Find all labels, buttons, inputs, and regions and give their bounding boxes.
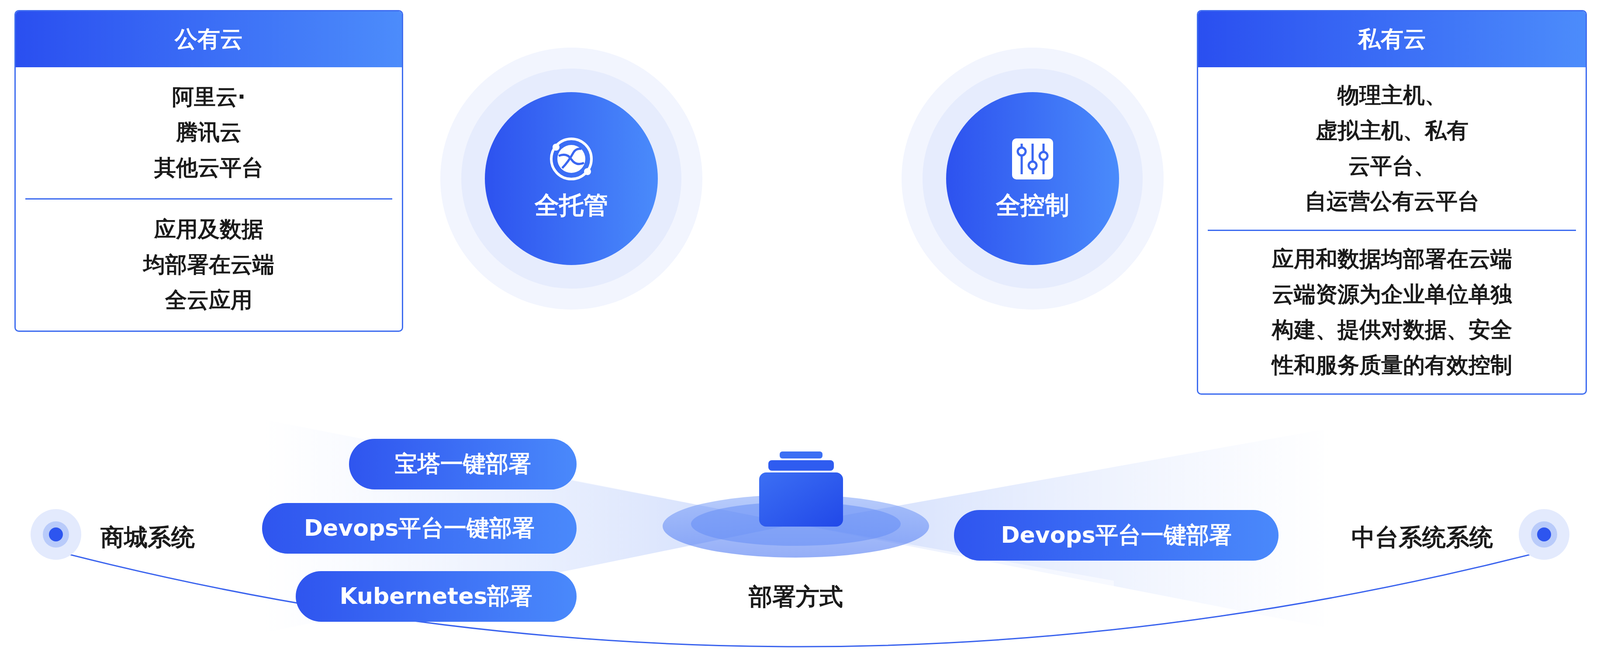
globe-icon <box>547 134 596 184</box>
pill-label: Kubernetes部署 <box>339 581 533 612</box>
panel-text: 阿里云·腾讯云 其他云平台 <box>154 79 264 186</box>
divider-line <box>25 198 393 200</box>
light-beams <box>262 419 1333 634</box>
deploy-pill: Devops平台一键部署 <box>953 510 1279 561</box>
connection-arc <box>55 551 1545 647</box>
deploy-pill: Devops平台一键部署 <box>262 503 577 554</box>
mode-circle: 全托管 <box>484 92 658 266</box>
panel-section: 物理主机、虚拟主机、私有 云平台、自运营公有云平台 <box>1198 67 1586 230</box>
system-label: 商城系统 <box>100 521 195 554</box>
section-caption: 部署方式 <box>748 581 844 614</box>
server-stack-icon <box>759 451 844 527</box>
system-label: 中台系统系统 <box>1351 521 1493 554</box>
circle-label: 全托管 <box>534 189 609 223</box>
sliders-icon <box>1008 134 1057 184</box>
panel-header: 公有云 <box>15 11 402 68</box>
end-dot <box>1518 509 1570 560</box>
halo-rings <box>440 47 1164 310</box>
panel-text: 应用和数据均部署在云端 云端资源为企业单位单独 构建、提供对数据、安全 性和服务… <box>1271 241 1513 384</box>
panel-text: 物理主机、虚拟主机、私有 云平台、自运营公有云平台 <box>1304 77 1480 220</box>
panel-section: 应用和数据均部署在云端 云端资源为企业单位单独 构建、提供对数据、安全 性和服务… <box>1198 231 1586 394</box>
deploy-pill: 宝塔一键部署 <box>349 438 577 490</box>
deploy-pill: Kubernetes部署 <box>295 571 577 623</box>
panel-section: 应用及数据 均部署在云端 全云应用 <box>15 199 402 331</box>
panel-header: 私有云 <box>1198 11 1586 68</box>
pill-label: 宝塔一键部署 <box>394 449 532 480</box>
cloud-panel: 私有云物理主机、虚拟主机、私有 云平台、自运营公有云平台应用和数据均部署在云端 … <box>1196 10 1587 395</box>
pill-label: Devops平台一键部署 <box>1000 520 1232 551</box>
pill-label: Devops平台一键部署 <box>304 513 535 544</box>
panel-section: 阿里云·腾讯云 其他云平台 <box>15 67 402 199</box>
circle-label: 全控制 <box>995 189 1070 223</box>
divider-line <box>1207 229 1576 232</box>
panel-text: 应用及数据 均部署在云端 全云应用 <box>143 211 275 318</box>
end-dot <box>30 509 82 560</box>
mode-circle: 全控制 <box>946 92 1120 266</box>
cloud-panel: 公有云阿里云·腾讯云 其他云平台应用及数据 均部署在云端 全云应用 <box>14 10 404 332</box>
